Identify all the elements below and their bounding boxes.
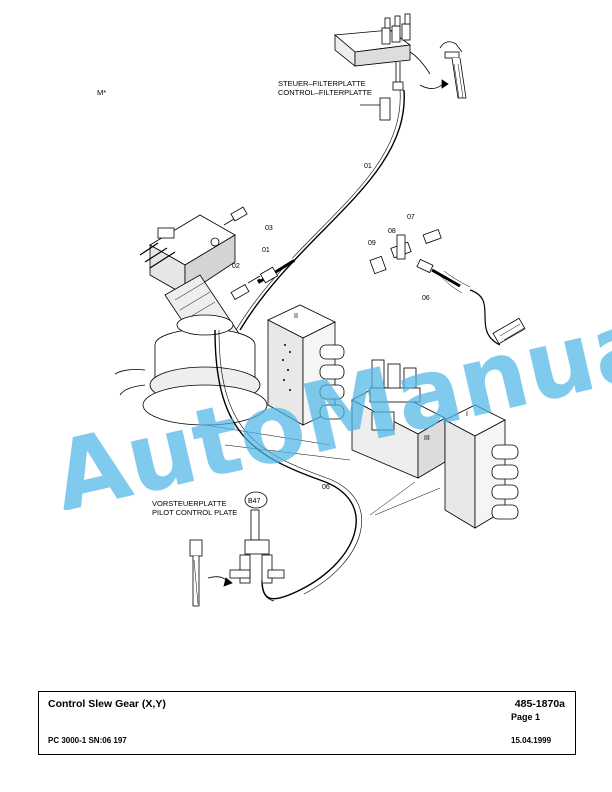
callout-hose-06-bottom: 06 xyxy=(322,484,330,491)
steuer-plate-label-en: CONTROL–FILTERPLATTE xyxy=(278,88,372,97)
slew-gear-motor xyxy=(114,214,268,426)
callout-fitting-09: 09 xyxy=(368,240,376,247)
callout-b47: B47 xyxy=(248,498,261,505)
callout-fitting-02: 02 xyxy=(232,263,240,270)
callout-hose-06-right: 06 xyxy=(422,295,430,302)
hose-01-segment xyxy=(256,257,296,284)
b47-callout-circle xyxy=(244,491,268,509)
pilot-hose-fitting xyxy=(189,539,233,607)
valve-block-iii xyxy=(351,359,446,479)
hose-01 xyxy=(239,89,405,331)
roman-label-i: I xyxy=(466,411,468,418)
roman-label-iii: III xyxy=(424,435,430,442)
hydraulic-exploded-drawing: STEUER–FILTERPLATTE CONTROL–FILTERPLATTE… xyxy=(114,13,526,607)
document-title: Control Slew Gear (X,Y) xyxy=(48,698,166,710)
pilot-control-plate xyxy=(229,509,285,602)
callout-hose-01-mid: 01 xyxy=(262,247,270,254)
page-label: Page 1 xyxy=(511,712,541,722)
corner-mark: M* xyxy=(97,88,107,97)
title-block: Control Slew Gear (X,Y) 485-1870a Page 1… xyxy=(38,691,576,755)
document-date: 15.04.1999 xyxy=(511,736,552,745)
callout-fitting-03: 03 xyxy=(265,225,273,232)
document-code: 485-1870a xyxy=(514,698,565,710)
fitting-03 xyxy=(223,206,248,226)
control-filter-plate xyxy=(334,13,467,121)
callout-fitting-07: 07 xyxy=(407,214,415,221)
steuer-plate-label-de: STEUER–FILTERPLATTE xyxy=(278,79,366,88)
roman-label-ii: II xyxy=(294,313,298,320)
fitting-02 xyxy=(230,275,261,301)
callout-fitting-08: 08 xyxy=(388,228,396,235)
valve-block-i xyxy=(444,404,519,529)
fittings-07-08-09 xyxy=(369,228,526,346)
valve-block-ii xyxy=(267,304,345,426)
machine-serial: PC 3000-1 SN:06 197 xyxy=(48,736,127,745)
pilot-plate-label-de: VORSTEUERPLATTE xyxy=(152,499,226,508)
hose-06 xyxy=(214,329,357,600)
pilot-plate-label-en: PILOT CONTROL PLATE xyxy=(152,508,237,517)
callout-hose-01-top: 01 xyxy=(364,163,372,170)
